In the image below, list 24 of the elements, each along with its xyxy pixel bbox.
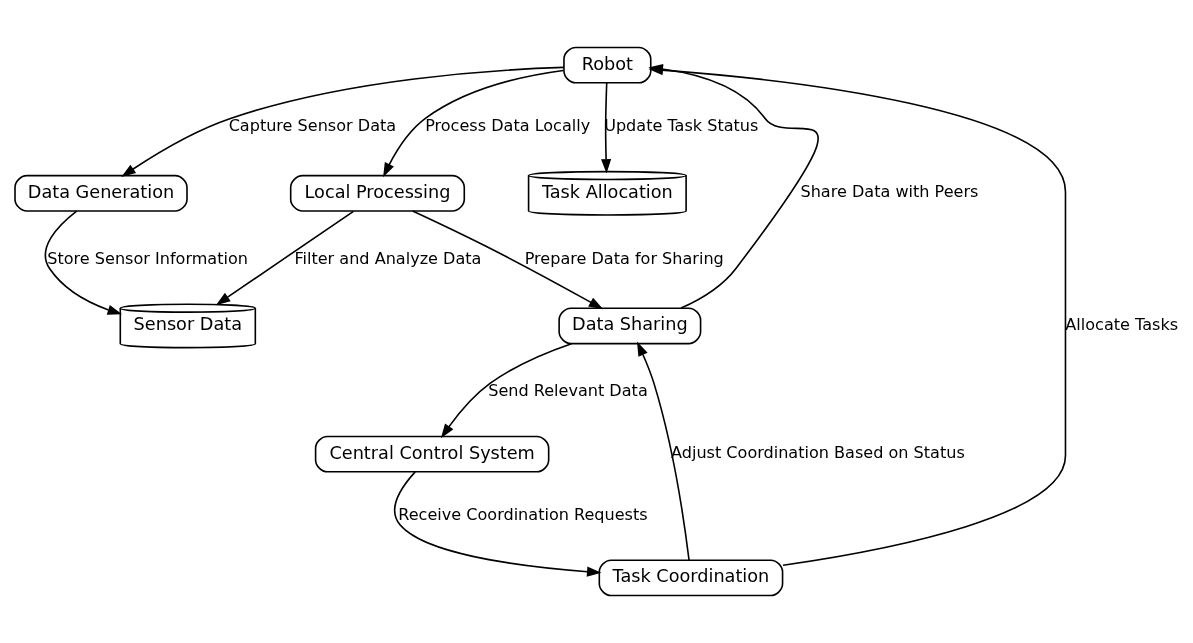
node-box: Task Coordination — [598, 559, 784, 597]
node-box: Data Sharing — [558, 307, 702, 345]
arrow — [440, 342, 573, 439]
node-box: Central Control System — [314, 435, 550, 473]
node-box: Data Generation — [14, 174, 188, 212]
edge-label: Capture Sensor Data — [228, 116, 397, 136]
arrow — [121, 66, 565, 177]
edge-label: Share Data with Peers — [800, 182, 979, 202]
edge-label: Update Task Status — [604, 116, 759, 136]
node-box: Robot — [563, 46, 652, 84]
arrow — [394, 471, 602, 577]
edge-label: Receive Coordination Requests — [398, 505, 648, 525]
node-box: Local Processing — [289, 174, 466, 212]
arrow — [637, 341, 690, 561]
arrow — [411, 210, 604, 310]
arrow — [44, 210, 123, 315]
edge-label: Send Relevant Data — [488, 381, 648, 401]
edge-label: Store Sensor Information — [47, 248, 248, 268]
edge-label: Allocate Tasks — [1065, 314, 1179, 334]
arrow — [383, 69, 564, 178]
arrow — [215, 210, 355, 306]
edge-label: Process Data Locally — [425, 116, 591, 136]
edge-label: Filter and Analyze Data — [294, 248, 482, 268]
edge-label: Prepare Data for Sharing — [524, 248, 724, 268]
